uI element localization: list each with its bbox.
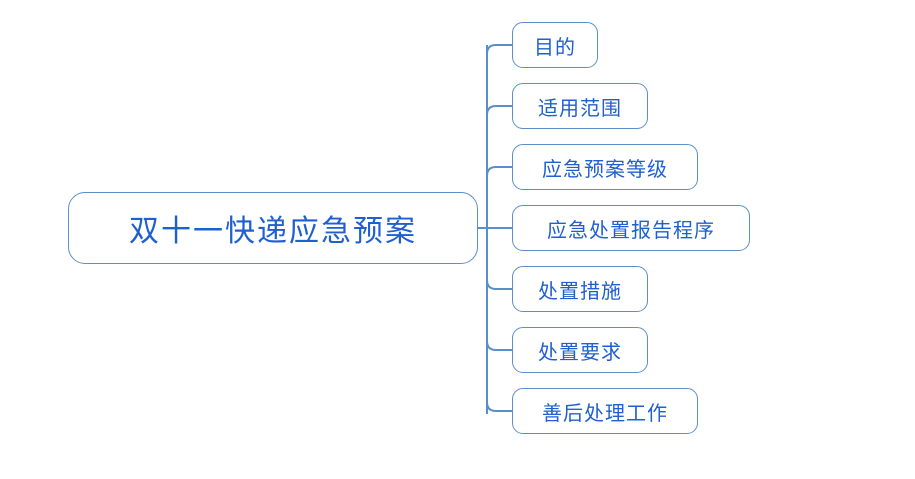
child-node-label: 应急处置报告程序 — [547, 217, 715, 242]
connector-branch-6 — [486, 340, 512, 351]
child-node-5[interactable]: 处置措施 — [512, 266, 648, 312]
child-node-label: 处置措施 — [538, 278, 622, 303]
root-node-label: 双十一快递应急预案 — [129, 214, 417, 249]
child-node-label: 应急预案等级 — [542, 156, 668, 181]
child-node-3[interactable]: 应急预案等级 — [512, 144, 698, 190]
child-node-1[interactable]: 目的 — [512, 22, 598, 68]
child-node-label: 处置要求 — [538, 339, 622, 364]
child-node-6[interactable]: 处置要求 — [512, 327, 648, 373]
connector-branch-1 — [486, 44, 512, 55]
child-node-2[interactable]: 适用范围 — [512, 83, 648, 129]
child-node-label: 目的 — [534, 34, 576, 59]
child-node-label: 善后处理工作 — [542, 400, 668, 425]
child-node-7[interactable]: 善后处理工作 — [512, 388, 698, 434]
connector-branch-5 — [486, 279, 512, 290]
child-node-4[interactable]: 应急处置报告程序 — [512, 205, 750, 251]
connector-branch-2 — [486, 105, 512, 116]
root-node[interactable]: 双十一快递应急预案 — [68, 192, 478, 264]
child-node-label: 适用范围 — [538, 95, 622, 120]
connector-branch-7 — [486, 401, 512, 412]
connector-branch-3 — [486, 166, 512, 177]
